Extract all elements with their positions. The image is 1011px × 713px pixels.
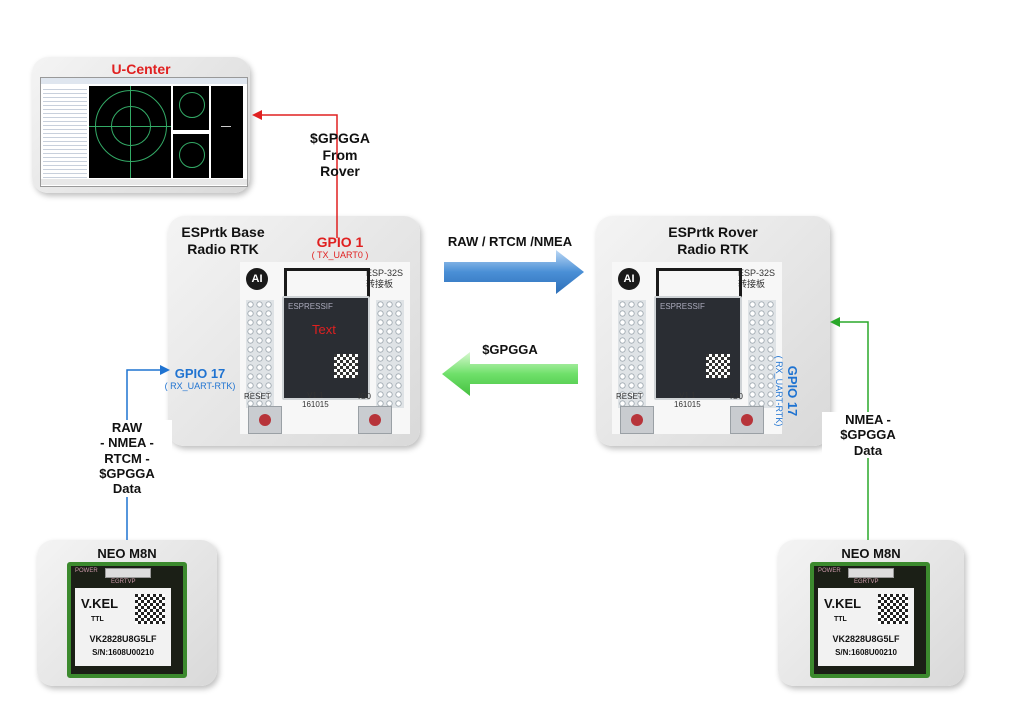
rover-antenna [656,268,742,299]
gps-left-brand: V.KEL [81,596,119,611]
label-gps-to-base: RAW - NMEA - RTCM - $GPGGA Data [82,420,172,497]
rover-right-header [748,300,776,408]
base-version-label: V1.1 161015 [302,391,329,409]
rover-reset-label: RESET [616,392,643,401]
base-reset-label: RESET [244,392,271,401]
gps-left-connector [105,568,151,578]
base-io0-label: IO0 [358,392,371,401]
label-base-to-rover: RAW / RTCM /NMEA [447,234,573,249]
red-link-line [262,114,338,238]
base-logo: AI [246,268,268,290]
gps-right-power: POWER [818,568,841,574]
rtcm-arrow [444,250,584,294]
rover-module-brand: ESPRESSIF [660,302,705,311]
base-tx-pin: ( TX_UART0 ) [311,250,369,260]
base-tx-gpio: GPIO 1 [316,234,364,250]
gps-right-qr-icon [878,594,908,624]
gps-left-power: POWER [75,568,98,574]
base-qr-icon [334,354,358,378]
base-io0-button [358,406,392,434]
label-gps-to-rover: NMEA - $GPGGA Data [822,412,914,458]
gps-left-qr-icon [135,594,165,624]
rover-io0-label: IO0 [730,392,743,401]
base-module-brand: ESPRESSIF [288,302,333,311]
gps-left-label-panel: V.KEL TTL VK2828U8G5LF S/N:1608U00210 [75,588,171,666]
gps-left-module: POWER EGRTVP V.KEL TTL VK2828U8G5LF S/N:… [67,562,187,678]
rover-card: ESPrtk Rover Radio RTK AI ESP-32S 转接板 ES… [596,216,830,446]
gps-right-connector [848,568,894,578]
gps-left-tag: EGRTVP [111,579,136,585]
rover-left-header [618,300,646,408]
base-right-header [376,300,404,408]
gpgga-arrow [442,352,578,396]
gps-right-label-panel: V.KEL TTL VK2828U8G5LF S/N:1608U00210 [818,588,914,666]
gps-right-model: VK2828U8G5LF [832,634,900,644]
rover-version-label: V1.1 161015 [674,391,701,409]
gps-right-title: NEO M8N [841,546,901,561]
base-antenna [284,268,370,299]
base-adapter-label: ESP-32S 转接板 [366,268,404,289]
rover-title: ESPrtk Rover Radio RTK [668,224,758,257]
base-reset-button [248,406,282,434]
base-board: AI ESP-32S 转接板 ESPRESSIF Text RESET V1.1… [240,262,410,434]
label-base-to-ucenter: $GPGGA From Rover [310,130,370,180]
gps-right-module: POWER EGRTVP V.KEL TTL VK2828U8G5LF S/N:… [810,562,930,678]
rover-logo: AI [618,268,640,290]
base-esp32-module: ESPRESSIF Text [282,296,370,400]
ucenter-title: U-Center [111,61,171,77]
gps-left-card: NEO M8N POWER EGRTVP V.KEL TTL VK2828U8G… [37,540,217,686]
rover-io0-button [730,406,764,434]
gps-left-model: VK2828U8G5LF [89,634,157,644]
rover-board: AI ESP-32S 转接板 ESPRESSIF RESET V1.1 1610… [612,262,782,434]
base-card: ESPrtk Base Radio RTK GPIO 1 ( TX_UART0 … [168,216,420,446]
ucenter-screenshot [40,77,248,187]
gps-left-title: NEO M8N [97,546,157,561]
base-left-header [246,300,274,408]
label-rover-to-base: $GPGGA [482,342,538,357]
gps-right-brand: V.KEL [824,596,862,611]
ucenter-card: U-Center [32,57,250,193]
base-rx-gpio: GPIO 17 [174,366,226,381]
base-title: ESPrtk Base Radio RTK [181,224,265,257]
blue-arrowhead [160,365,170,375]
green-link-line [840,321,869,540]
base-module-text: Text [312,322,336,337]
rover-reset-button [620,406,654,434]
gps-right-serial: S/N:1608U00210 [835,648,897,657]
gps-left-ttl: TTL [91,616,104,623]
red-arrowhead [252,110,262,120]
green-arrowhead [830,317,840,327]
rover-adapter-label: ESP-32S 转接板 [738,268,776,289]
base-rx-pin: ( RX_UART-RTK) [164,381,236,391]
gps-right-tag: EGRTVP [854,579,879,585]
gps-right-card: NEO M8N POWER EGRTVP V.KEL TTL VK2828U8G… [778,540,964,686]
gps-left-serial: S/N:1608U00210 [92,648,154,657]
gps-right-ttl: TTL [834,616,847,623]
rover-esp32-module: ESPRESSIF [654,296,742,400]
rover-qr-icon [706,354,730,378]
